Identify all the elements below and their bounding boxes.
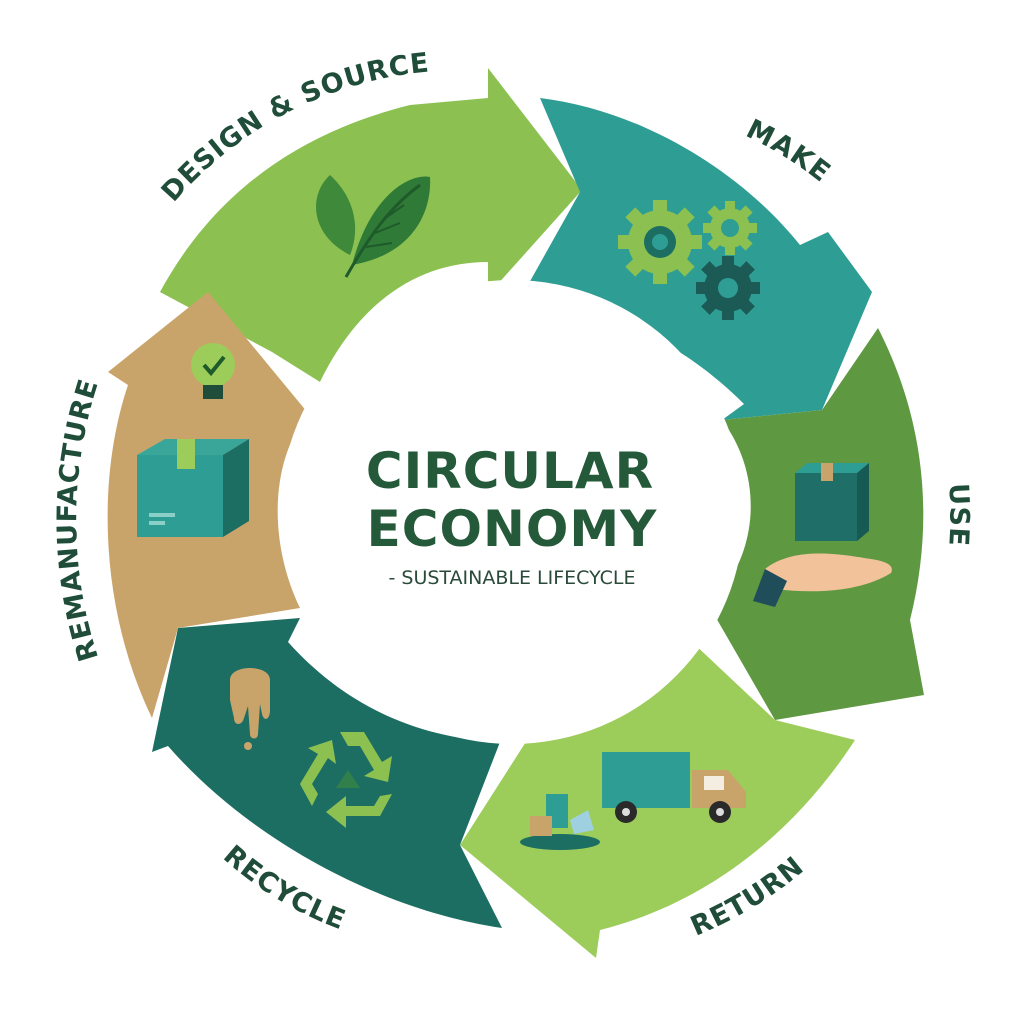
box-with-lightbulb-icon [137, 343, 249, 537]
gears-icon [618, 200, 760, 320]
hand-with-box-icon [753, 463, 892, 607]
recycle-icon [300, 732, 392, 828]
delivery-truck-icon [520, 752, 746, 850]
melting-material-icon [230, 668, 270, 750]
stage-label-use: USE [942, 483, 974, 548]
center-title-line2: ECONOMY [367, 500, 658, 558]
center-subtitle: - SUSTAINABLE LIFECYCLE [388, 567, 635, 589]
stage-label-remanufacture: REMANUFACTURE [52, 375, 105, 665]
center-hub [280, 280, 744, 744]
leaf-icon [316, 175, 431, 278]
make-arrow [524, 98, 872, 420]
stage-label-make: MAKE [741, 114, 836, 189]
center-title-line1: CIRCULAR [366, 442, 654, 500]
